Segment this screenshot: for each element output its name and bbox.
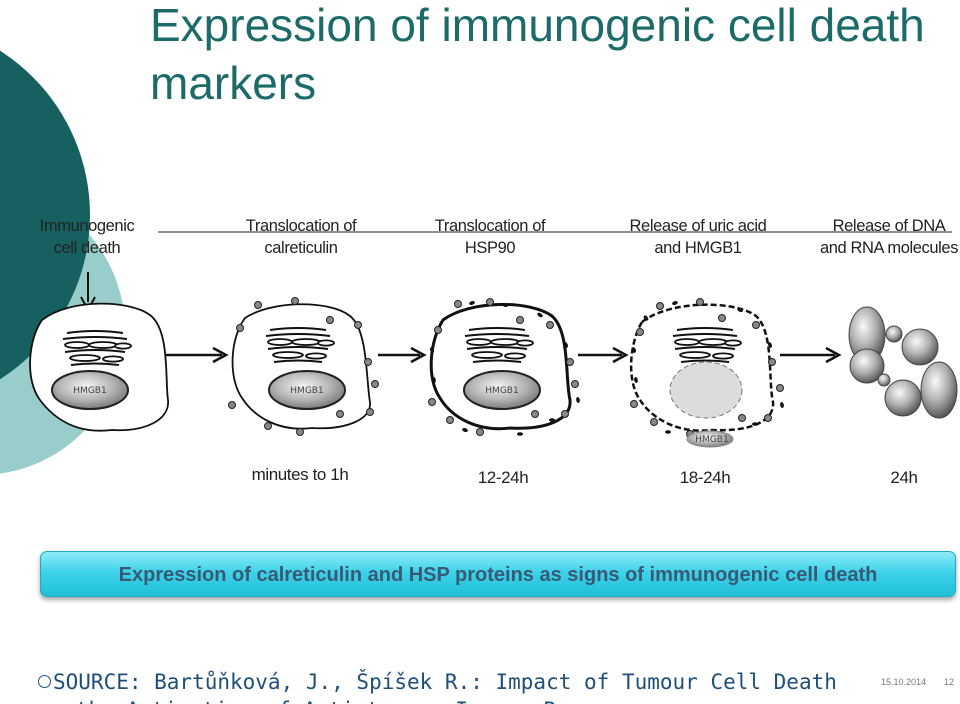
- cell-3-nucleus: [463, 370, 541, 410]
- source-text: SOURCE: Bartůňková, J., Špíšek R.: Impac…: [38, 670, 837, 704]
- bullet-icon: [38, 675, 51, 688]
- slide-date: 15.10.2014: [881, 677, 927, 687]
- calreticulin-dots: [228, 297, 379, 436]
- arrow-1: [165, 346, 229, 364]
- cell-3: HMGB1: [428, 298, 580, 436]
- cell-2-nucleus: [268, 370, 346, 410]
- cell-2: HMGB1: [228, 297, 379, 436]
- cell-2-nucleus-label: HMGB1: [290, 386, 323, 396]
- cell-1-membrane: [29, 302, 169, 432]
- summary-banner-text: Expression of calreticulin and HSP prote…: [118, 564, 878, 586]
- stage-label-2: Translocation of HSP90: [434, 217, 546, 257]
- calreticulin-dots: [428, 298, 579, 436]
- dark-teal-circle: [0, 50, 90, 380]
- time-label-3: 18-24h: [679, 468, 731, 487]
- summary-banner: Expression of calreticulin and HSP prote…: [40, 551, 956, 597]
- slide-number: 12: [944, 677, 955, 687]
- cell-1-nucleus: [51, 370, 129, 410]
- released-hmgb1-label: HMGB1: [695, 435, 728, 445]
- source-citation: SOURCE: Bartůňková, J., Špíšek R.: Impac…: [38, 668, 858, 704]
- stage-label-1: Translocation of calreticulin: [245, 217, 357, 257]
- arrow-3: [578, 346, 629, 364]
- arrow-2: [378, 346, 427, 364]
- time-label-1: minutes to 1h: [251, 465, 349, 484]
- hsp90-marks: [430, 301, 580, 436]
- cell-fragments: [848, 306, 958, 419]
- stage-label-3: Release of uric acid and HMGB1: [629, 217, 767, 257]
- calreticulin-dots: [630, 298, 784, 438]
- time-label-4: 24h: [890, 468, 918, 487]
- start-label: Immunogenic cell death: [39, 217, 135, 257]
- time-label-2: 12-24h: [477, 468, 529, 487]
- arrow-4: [780, 346, 842, 364]
- cell-4-nucleus-remnant: [669, 361, 743, 419]
- cell-1-nucleus-label: HMGB1: [73, 386, 106, 396]
- slide-title: Expression of immunogenic cell death mar…: [150, 0, 925, 109]
- stage-label-4: Release of DNA and RNA molecules: [819, 217, 959, 257]
- released-hmgb1: [686, 430, 734, 448]
- cell-1: HMGB1: [29, 302, 169, 432]
- cell-2-membrane: [231, 303, 371, 430]
- cell-4: HMGB1: [629, 298, 784, 448]
- cell-3-nucleus-label: HMGB1: [485, 386, 518, 396]
